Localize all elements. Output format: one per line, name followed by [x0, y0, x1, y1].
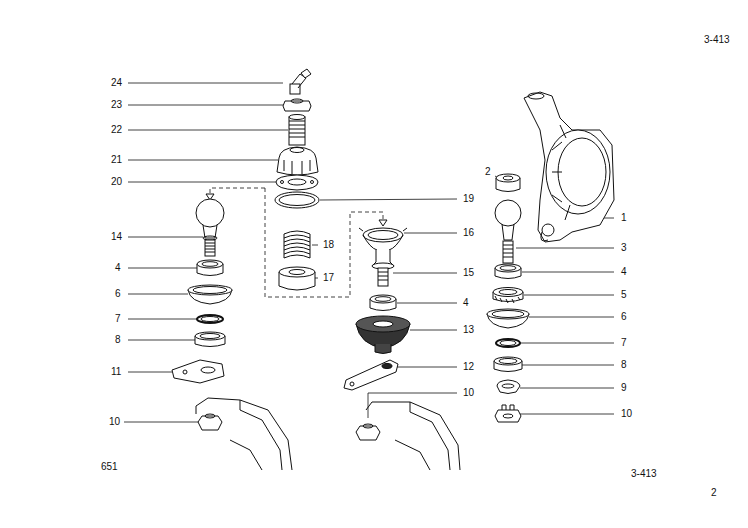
- callout-number: 16: [462, 227, 475, 239]
- sheet-number: 3-413: [703, 34, 731, 46]
- callout-number: 1: [620, 212, 628, 224]
- callout-number: 4: [462, 297, 470, 309]
- bearing-ring: [495, 264, 521, 279]
- spring: [284, 231, 310, 258]
- castle-nut: [495, 405, 521, 422]
- dust-cup: [487, 309, 529, 328]
- callout-number: 5: [620, 289, 628, 301]
- callout-number: 19: [462, 193, 475, 205]
- callout-number: 9: [620, 382, 628, 394]
- bearing-ring: [370, 295, 396, 311]
- bearing-ring: [197, 260, 223, 276]
- callout-number: 20: [110, 176, 123, 188]
- callout-number: 6: [620, 311, 628, 323]
- grease-nipple: [290, 69, 311, 94]
- sealing-ring: [275, 192, 319, 208]
- dust-cup: [188, 285, 232, 304]
- callout-number: 15: [462, 267, 475, 279]
- page-number: 651: [100, 461, 119, 473]
- axle-housing: [196, 398, 292, 470]
- threaded-ring: [493, 288, 523, 304]
- retaining-ring: [494, 357, 522, 372]
- callout-number: 11: [110, 366, 122, 378]
- callout-number: 22: [110, 124, 123, 136]
- callout-number: 3: [620, 242, 628, 254]
- steering-knuckle: [524, 92, 614, 242]
- rubber-boot: [356, 316, 410, 354]
- pressure-cup: [279, 267, 315, 290]
- leader-lines: [124, 83, 614, 422]
- ball-pin: [372, 250, 394, 286]
- nut: [283, 99, 311, 111]
- axle-housing: [356, 402, 460, 470]
- locking-plate: [172, 360, 224, 383]
- callout-number: 21: [110, 154, 123, 166]
- page-number: 2: [710, 487, 718, 499]
- callout-number: 13: [462, 324, 475, 336]
- assembly-bracket: [210, 188, 383, 297]
- callout-number: 8: [114, 334, 122, 346]
- callout-number: 18: [322, 239, 335, 251]
- callout-number: 4: [620, 266, 628, 278]
- retaining-ring: [195, 332, 225, 347]
- ball-stud: [196, 199, 224, 256]
- callout-number: 10: [462, 387, 475, 399]
- callout-number: 8: [620, 359, 628, 371]
- seat-cup: [359, 228, 407, 250]
- callout-number: 17: [322, 272, 335, 284]
- callout-number: 7: [620, 337, 628, 349]
- callout-number: 23: [110, 99, 123, 111]
- callout-number: 7: [114, 313, 122, 325]
- sheet-number: 3-413: [630, 468, 658, 480]
- callout-number: 14: [110, 231, 123, 243]
- o-ring: [496, 339, 520, 347]
- callout-number: 2: [484, 166, 492, 178]
- callout-number: 6: [114, 288, 122, 300]
- callout-number: 10: [108, 416, 121, 428]
- callout-number: 24: [110, 77, 123, 89]
- lock-plate: [276, 175, 318, 190]
- callout-number: 4: [114, 262, 122, 274]
- lever-plate: [344, 360, 398, 390]
- callout-number: 10: [620, 408, 633, 420]
- bushing: [496, 174, 520, 192]
- ball-stud: [495, 200, 521, 263]
- cap: [277, 147, 318, 175]
- o-ring: [197, 315, 223, 323]
- threaded-sleeve: [289, 115, 305, 146]
- callout-number: 12: [462, 361, 475, 373]
- lock-washer: [497, 380, 520, 394]
